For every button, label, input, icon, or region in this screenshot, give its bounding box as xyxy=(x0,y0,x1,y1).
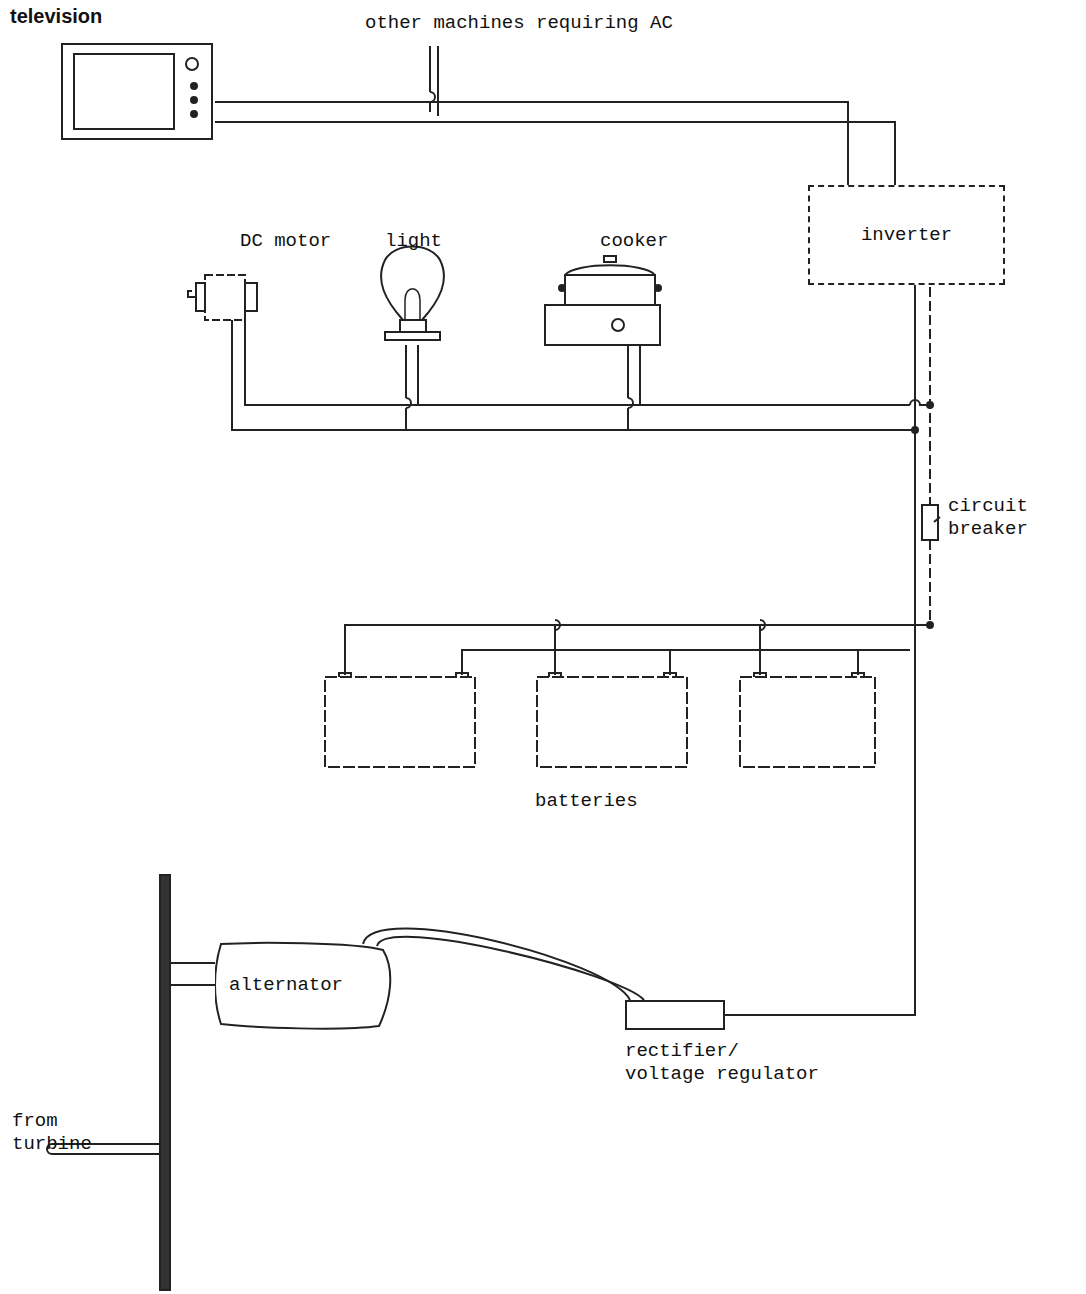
device-label: cooker xyxy=(600,230,668,253)
circuit-breaker-symbol xyxy=(922,505,940,540)
cooker-symbol xyxy=(612,319,624,331)
wire-connector xyxy=(215,122,895,185)
breaker-label: circuit breaker xyxy=(948,495,1078,541)
battery-bus-wires xyxy=(462,650,910,675)
wire-connector xyxy=(363,929,644,1000)
cooker-symbol xyxy=(545,256,661,345)
dc-motor-symbol xyxy=(245,283,257,311)
battery-bus-wires xyxy=(345,625,930,675)
alternator-housing: alternator xyxy=(215,940,393,1030)
dc-bus-wires xyxy=(245,320,930,405)
dc-bus-wires xyxy=(406,345,411,430)
dc-bus-wires xyxy=(417,345,419,405)
light-bulb-symbol xyxy=(400,320,426,332)
machines-label: other machines requiring AC xyxy=(365,12,673,35)
light-bulb-symbol xyxy=(381,247,444,321)
television-symbol xyxy=(60,42,270,142)
battery-symbol xyxy=(325,677,475,767)
battery-symbol xyxy=(537,677,687,767)
turbine-shaft xyxy=(160,875,170,1290)
device-label: DC motor xyxy=(240,230,331,253)
battery-terminal xyxy=(339,673,864,677)
main-feed-wires xyxy=(915,287,933,1010)
circuit-breaker-symbol xyxy=(922,505,938,540)
rectifier-box-outline xyxy=(625,1000,725,1030)
dc-motor-symbol xyxy=(188,275,257,320)
turbine-shaft xyxy=(170,963,215,985)
wire-connector xyxy=(215,102,848,185)
battery-bus-wires xyxy=(555,620,765,630)
dc-motor-symbol xyxy=(196,283,205,311)
cooker-symbol xyxy=(565,265,655,275)
wire-connector xyxy=(363,929,630,1000)
turbine-label: from turbine xyxy=(12,1110,112,1156)
dc-motor-symbol xyxy=(205,275,245,320)
rectifier-box: rectifier/ voltage regulator xyxy=(625,1000,725,1086)
dc-bus-wires xyxy=(232,320,915,430)
cooker-symbol xyxy=(604,256,616,262)
main-feed-wires xyxy=(929,287,931,505)
dc-motor-symbol xyxy=(188,291,196,297)
device-label: light xyxy=(385,230,442,253)
cooker-symbol xyxy=(559,285,565,291)
dc-bus-wires xyxy=(232,320,933,433)
wire-connector xyxy=(725,285,915,1015)
cooker-symbol xyxy=(545,305,660,345)
battery-label: batteries xyxy=(535,790,638,813)
battery-symbol xyxy=(740,677,875,767)
node-label: inverter xyxy=(861,224,952,247)
battery-bus-wires xyxy=(345,620,930,675)
light-bulb-symbol xyxy=(381,247,444,341)
wire-connector xyxy=(215,102,895,185)
node-label: television xyxy=(10,4,225,28)
television-set: television xyxy=(10,4,225,142)
cooker-symbol xyxy=(655,285,661,291)
node-label: rectifier/ voltage regulator xyxy=(625,1040,830,1086)
light-bulb-symbol xyxy=(385,332,440,340)
ac-tap-wires xyxy=(430,46,438,116)
node-label: alternator xyxy=(215,974,393,997)
cooker-symbol xyxy=(565,275,655,305)
light-bulb-symbol xyxy=(405,289,420,320)
dc-bus-wires xyxy=(639,345,641,405)
circuit-breaker-symbol xyxy=(934,517,940,522)
battery-symbol xyxy=(325,677,875,767)
ac-tap-wires xyxy=(437,46,439,116)
wire-connector xyxy=(377,937,644,1000)
turbine-shaft xyxy=(47,875,215,1290)
dc-bus-wires xyxy=(628,345,633,430)
battery-terminal xyxy=(339,673,864,677)
main-feed-wires xyxy=(929,540,931,625)
wire-connector xyxy=(725,285,915,1015)
inverter-box: inverter xyxy=(808,185,1005,285)
